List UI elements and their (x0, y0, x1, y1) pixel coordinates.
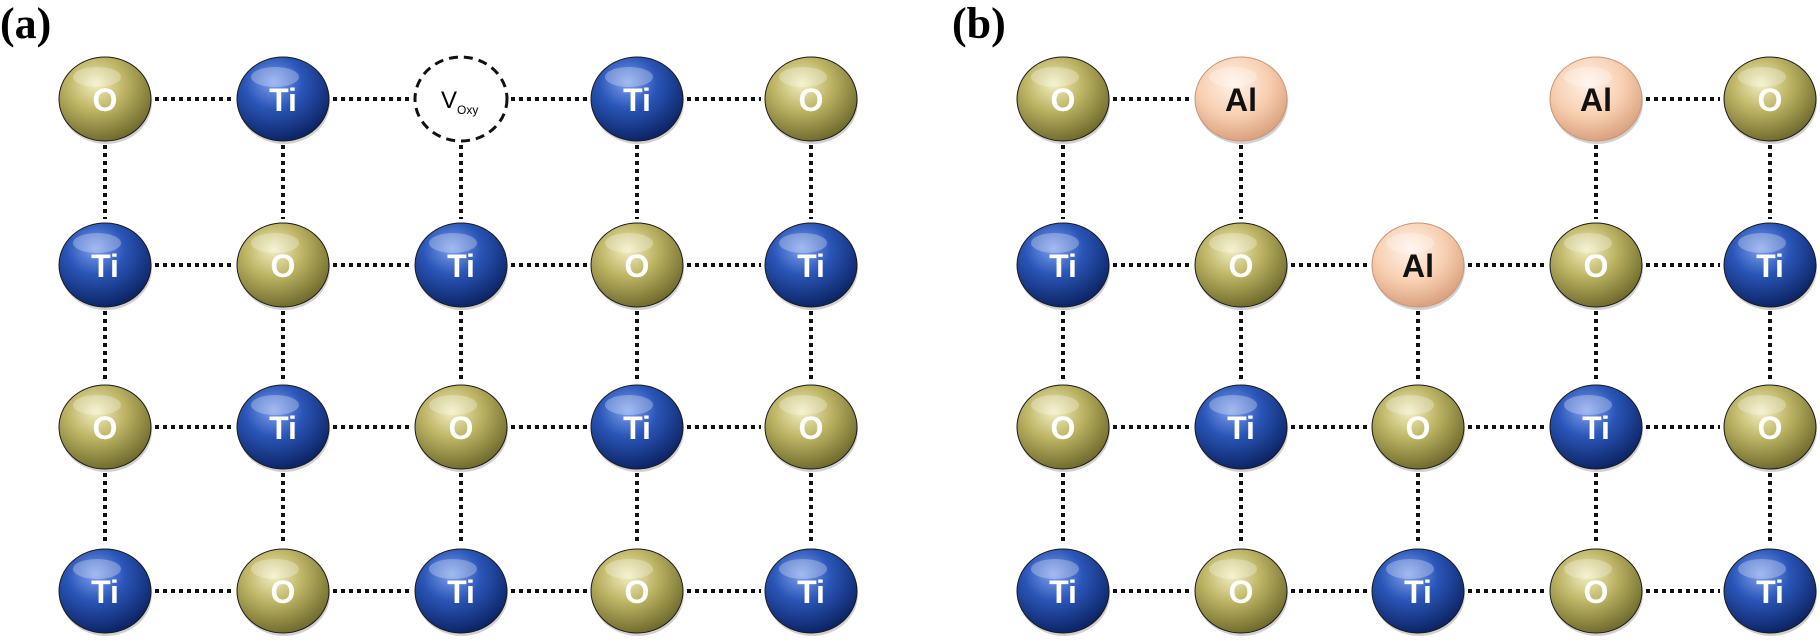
atom-ti: Ti (236, 384, 330, 472)
atom-label: Ti (1582, 410, 1610, 446)
atom-label: Ti (797, 248, 825, 284)
atom-label: Ti (91, 248, 119, 284)
oxygen-vacancy: VOxy (413, 55, 509, 143)
bonds-b (1061, 97, 1772, 593)
atom-label: O (1406, 410, 1431, 446)
atom-label: Ti (1227, 410, 1255, 446)
atom-o: O (58, 384, 152, 472)
atom-label: Ti (1049, 248, 1077, 284)
atom-o: O (236, 222, 330, 310)
atom-label: O (93, 82, 118, 118)
atom-ti: Ti (1549, 384, 1643, 472)
atom-label: Ti (1756, 248, 1784, 284)
atom-o: O (414, 384, 508, 472)
atom-label: Al (1225, 82, 1257, 118)
atom-o: O (1371, 384, 1465, 472)
atom-o: O (1194, 548, 1288, 636)
atom-label: O (1229, 248, 1254, 284)
atom-label: Ti (797, 574, 825, 610)
atom-ti: Ti (590, 56, 684, 144)
atom-label: Ti (269, 82, 297, 118)
atom-label: Ti (91, 574, 119, 610)
atom-label: O (1758, 410, 1783, 446)
atom-al: Al (1194, 56, 1288, 144)
atom-o: O (1016, 56, 1110, 144)
atom-al: Al (1371, 222, 1465, 310)
bonds-a (103, 97, 813, 593)
atom-ti: Ti (58, 222, 152, 310)
atom-label: O (1229, 574, 1254, 610)
atom-ti: Ti (1723, 548, 1817, 636)
atom-label: O (1584, 248, 1609, 284)
atom-label: Ti (1049, 574, 1077, 610)
atom-label: O (93, 410, 118, 446)
atom-label: O (271, 574, 296, 610)
atom-ti: Ti (1016, 222, 1110, 310)
atom-ti: Ti (764, 548, 858, 636)
atom-ti: Ti (590, 384, 684, 472)
atom-label: O (1051, 410, 1076, 446)
atom-ti: Ti (236, 56, 330, 144)
atom-ti: Ti (58, 548, 152, 636)
atom-o: O (590, 222, 684, 310)
panel-label-a: (a) (0, 0, 51, 48)
atom-label: O (625, 574, 650, 610)
atom-label: Ti (1756, 574, 1784, 610)
atom-o: O (764, 56, 858, 144)
atom-o: O (236, 548, 330, 636)
atom-al: Al (1549, 56, 1643, 144)
atom-label: Ti (623, 410, 651, 446)
atom-label: O (271, 248, 296, 284)
atom-o: O (58, 56, 152, 144)
atom-label: Ti (1404, 574, 1432, 610)
atom-label: O (799, 410, 824, 446)
atom-o: O (764, 384, 858, 472)
atom-label: O (625, 248, 650, 284)
atom-ti: Ti (1371, 548, 1465, 636)
vacancy-label: VOxy (441, 87, 478, 117)
panel-label-b: (b) (952, 0, 1006, 48)
atom-label: Al (1580, 82, 1612, 118)
atom-label: Ti (269, 410, 297, 446)
atom-ti: Ti (1194, 384, 1288, 472)
atom-o: O (1549, 222, 1643, 310)
atom-ti: Ti (1016, 548, 1110, 636)
atom-label: O (1051, 82, 1076, 118)
atom-label: Al (1402, 248, 1434, 284)
atom-label: O (1584, 574, 1609, 610)
atom-ti: Ti (414, 222, 508, 310)
atom-o: O (1194, 222, 1288, 310)
atom-label: Ti (447, 248, 475, 284)
atom-o: O (1549, 548, 1643, 636)
atom-o: O (1723, 56, 1817, 144)
atom-label: O (1758, 82, 1783, 118)
atom-ti: Ti (1723, 222, 1817, 310)
atom-label: Ti (623, 82, 651, 118)
atom-o: O (590, 548, 684, 636)
atom-o: O (1016, 384, 1110, 472)
atom-label: O (799, 82, 824, 118)
atom-ti: Ti (414, 548, 508, 636)
atom-ti: Ti (764, 222, 858, 310)
atom-label: Ti (447, 574, 475, 610)
atom-label: O (449, 410, 474, 446)
atom-o: O (1723, 384, 1817, 472)
